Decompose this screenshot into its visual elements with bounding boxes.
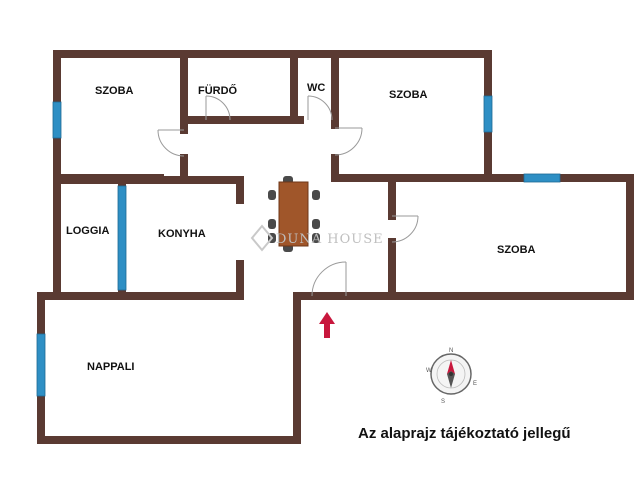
dining-table xyxy=(278,181,309,247)
window-loggia-konyha xyxy=(117,185,127,291)
watermark-logo-icon xyxy=(250,224,274,252)
compass-north-label: N xyxy=(449,348,453,354)
watermark-text: DUNA HOUSE xyxy=(276,232,384,247)
door-furdo xyxy=(205,95,231,121)
room-label-szoba-3: SZOBA xyxy=(497,244,536,256)
window-szoba3 xyxy=(523,173,561,183)
door-entrance xyxy=(311,261,347,297)
room-label-nappali: NAPPALI xyxy=(87,361,134,373)
chair xyxy=(268,190,276,200)
walls xyxy=(37,50,634,444)
door-szoba2 xyxy=(334,127,363,156)
room-label-konyha: KONYHA xyxy=(158,228,206,240)
compass-icon: N W E S xyxy=(426,348,477,405)
doors xyxy=(157,95,419,297)
window-szoba2 xyxy=(483,95,493,133)
room-label-wc: WC xyxy=(307,82,325,94)
chair xyxy=(268,219,276,229)
chair xyxy=(312,233,320,243)
compass-south-label: S xyxy=(441,399,445,405)
disclaimer-note: Az alaprajz tájékoztató jellegű xyxy=(358,425,571,442)
room-label-loggia: LOGGIA xyxy=(66,225,109,237)
compass-west-label: W xyxy=(426,368,432,374)
window-szoba1 xyxy=(52,101,62,139)
window-nappali xyxy=(36,333,46,397)
entrance-arrow-icon xyxy=(319,312,335,338)
door-szoba1 xyxy=(157,129,185,157)
door-szoba3 xyxy=(391,215,419,243)
windows xyxy=(36,95,561,397)
room-label-szoba-2: SZOBA xyxy=(389,89,428,101)
door-wc xyxy=(307,95,333,121)
watermark: DUNA HOUSE xyxy=(250,224,384,252)
room-label-furdo: FÜRDŐ xyxy=(198,84,238,97)
compass-east-label: E xyxy=(473,381,477,387)
chair xyxy=(312,219,320,229)
room-label-szoba-1: SZOBA xyxy=(95,85,134,97)
chair xyxy=(312,190,320,200)
